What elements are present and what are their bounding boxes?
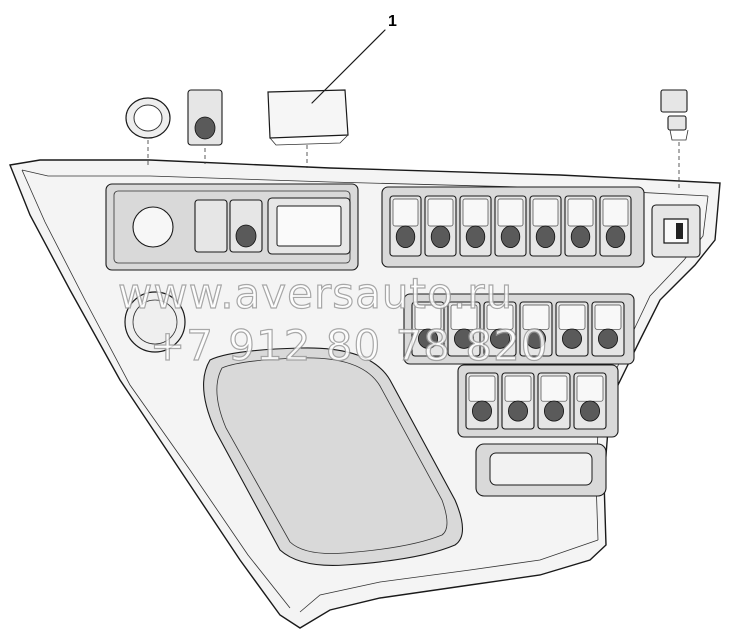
display-slot — [267, 197, 351, 255]
rocker-switch-key — [519, 301, 553, 357]
gear-opening — [203, 347, 464, 566]
switch-row-lower-keys — [465, 372, 607, 430]
rocker-switch-key — [424, 195, 457, 257]
switch-row-middle-keys — [411, 301, 625, 357]
rocker-switch-key — [389, 195, 422, 257]
left-module-recess — [105, 183, 359, 271]
callout-1: 1 — [311, 13, 397, 104]
storage-slot — [475, 443, 607, 497]
rocker-switch-key — [599, 195, 632, 257]
callout-number: 1 — [388, 13, 397, 30]
round-knob — [124, 291, 186, 353]
switch-row-upper-keys — [389, 195, 632, 257]
exploded-display-module — [267, 89, 349, 168]
rocker-switch-key — [573, 372, 607, 430]
rocker-switch-left — [194, 199, 263, 253]
rocker-switch-key — [591, 301, 625, 357]
rocker-switch-key — [494, 195, 527, 257]
rocker-switch-key — [483, 301, 517, 357]
watermark-url: www.aversauto.ru — [118, 269, 513, 318]
rocker-switch-key — [555, 301, 589, 357]
watermark: www.aversauto.ru +7 912 80 78 820 — [117, 268, 549, 370]
exploded-right-switch — [660, 89, 689, 190]
right-small-switch — [651, 204, 701, 258]
exploded-round-socket — [125, 97, 171, 165]
exploded-rocker-switch — [187, 89, 223, 164]
rocker-switch-key — [411, 301, 445, 357]
rocker-switch-key — [564, 195, 597, 257]
rocker-switch-key — [447, 301, 481, 357]
rocker-switch-key — [501, 372, 535, 430]
rocker-switch-key — [537, 372, 571, 430]
rocker-switch-key — [529, 195, 562, 257]
round-socket — [132, 206, 174, 248]
rocker-switch-key — [459, 195, 492, 257]
rocker-switch-key — [465, 372, 499, 430]
watermark-phone: +7 912 80 78 820 — [150, 321, 549, 370]
